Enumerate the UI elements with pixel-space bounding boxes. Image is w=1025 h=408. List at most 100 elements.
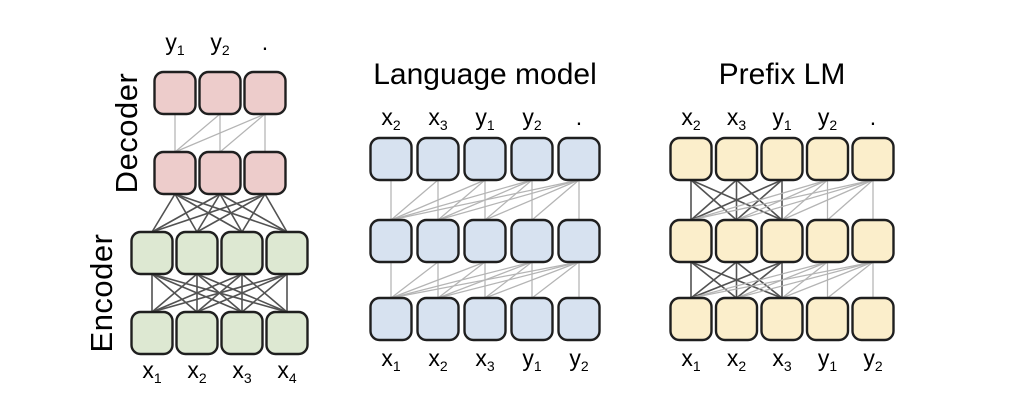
decoder-box <box>198 150 242 196</box>
sequence-token-label: y1 <box>772 104 792 133</box>
attention-line-light <box>690 261 828 299</box>
attention-line-light <box>390 179 533 221</box>
attention-line-light <box>390 179 439 221</box>
prefix-lm-box <box>714 136 759 182</box>
token-subscript: 1 <box>154 370 162 386</box>
token-subscript: 1 <box>784 117 792 133</box>
sequence-token-label: x3 <box>232 357 252 386</box>
prefix-lm-box <box>669 296 713 342</box>
prefix-lm-box <box>669 218 713 264</box>
token-base: y <box>818 104 830 130</box>
sequence-token-label: x1 <box>681 345 701 374</box>
token-base: x <box>772 345 784 371</box>
token-subscript: 3 <box>738 117 746 133</box>
decoder-box <box>153 70 197 116</box>
prefix-lm-box <box>851 218 895 264</box>
attention-line-light <box>781 261 874 299</box>
decoder-box <box>243 150 287 196</box>
token-base: x <box>381 345 393 371</box>
language-model-box <box>416 296 460 342</box>
attention-line-light <box>736 179 874 221</box>
prefix-lm-title: Prefix LM <box>719 58 846 91</box>
decoder-box <box>243 70 287 116</box>
attention-line-light <box>390 179 580 221</box>
attention-line-light <box>437 179 580 221</box>
language-model-box <box>510 218 554 264</box>
encoder-side-label: Encoder <box>84 234 119 353</box>
attention-line-dark <box>151 193 176 233</box>
token-base: x <box>428 345 440 371</box>
token-subscript: 2 <box>199 370 207 386</box>
token-subscript: 2 <box>222 42 230 58</box>
attention-line-dark <box>151 273 288 313</box>
token-subscript: 3 <box>487 358 495 374</box>
language-model-box <box>369 136 413 182</box>
token-base: x <box>277 357 289 383</box>
sequence-token-label: x1 <box>142 357 162 386</box>
prefix-lm-box <box>714 218 759 264</box>
token-base: y <box>522 104 534 130</box>
language-model-box <box>463 296 507 342</box>
language-model-box <box>416 218 460 264</box>
attention-line-dark <box>690 261 737 299</box>
attention-line-dark <box>241 273 288 313</box>
attention-line-light <box>531 261 580 299</box>
attention-line-dark <box>690 179 738 221</box>
sequence-token-label: y1 <box>475 104 495 133</box>
attention-line-light <box>781 179 874 221</box>
attention-line-dark <box>264 193 288 233</box>
token-base: y <box>772 104 784 130</box>
token-base: y <box>165 29 177 55</box>
sequence-token-label: y2 <box>818 104 838 133</box>
sequence-token-label: x2 <box>187 357 207 386</box>
attention-line-light <box>174 113 266 153</box>
token-subscript: 1 <box>534 358 542 374</box>
token-subscript: 2 <box>581 358 589 374</box>
token-subscript: 2 <box>829 117 837 133</box>
attention-line-light <box>390 261 533 299</box>
sequence-token-label: x2 <box>681 104 701 133</box>
token-subscript: 1 <box>393 358 401 374</box>
attention-line-dark <box>196 193 266 233</box>
prefix-lm-box <box>669 136 713 182</box>
token-base: x <box>142 357 154 383</box>
encoder-box <box>220 230 264 276</box>
attention-line-light <box>390 261 486 299</box>
attention-line-light <box>390 261 580 299</box>
attention-line-light <box>827 261 874 299</box>
attention-line-dark <box>151 193 221 233</box>
token-base: y <box>569 345 581 371</box>
attention-line-light <box>736 261 874 299</box>
prefix-lm-box <box>760 296 804 342</box>
attention-line-light <box>690 179 874 221</box>
attention-line-dark <box>690 261 783 299</box>
language-model-title: Language model <box>373 58 597 91</box>
attention-line-light <box>390 179 486 221</box>
attention-line-light <box>390 261 439 299</box>
token-subscript: 1 <box>177 42 185 58</box>
token-base: . <box>262 29 268 55</box>
token-subscript: 3 <box>440 117 448 133</box>
language-model-box <box>416 136 460 182</box>
language-model-box <box>369 296 413 342</box>
language-model-box <box>369 218 413 264</box>
decoder-side-label: Decoder <box>109 73 144 194</box>
token-subscript: 2 <box>693 117 701 133</box>
prefix-lm-box <box>851 136 895 182</box>
sequence-token-label: . <box>870 104 876 130</box>
sequence-token-label: y2 <box>210 29 230 58</box>
sequence-token-label: x3 <box>772 345 792 374</box>
sequence-token-label: y1 <box>818 345 838 374</box>
attention-line-light <box>219 113 266 153</box>
language-model-box <box>557 296 601 342</box>
attention-line-light <box>827 179 874 221</box>
prefix-lm-box <box>805 218 850 264</box>
attention-line-light <box>484 179 580 221</box>
sequence-token-label: y2 <box>863 345 883 374</box>
sequence-token-label: x2 <box>727 345 747 374</box>
language-model-box <box>557 218 601 264</box>
token-subscript: 2 <box>534 117 542 133</box>
